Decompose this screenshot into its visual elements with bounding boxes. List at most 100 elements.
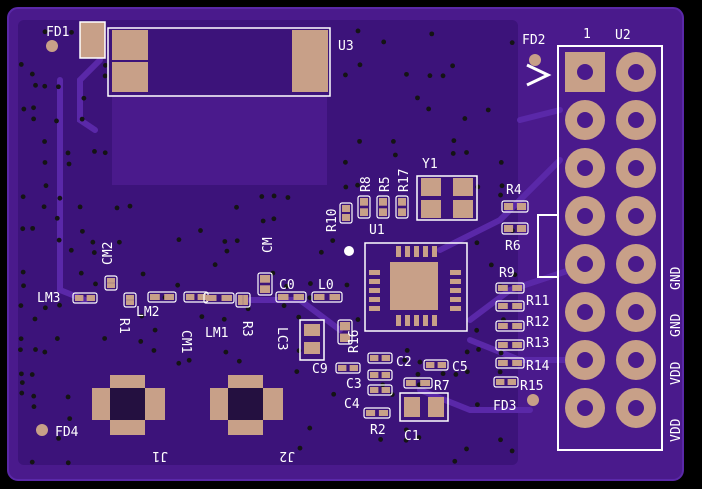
via <box>392 152 398 158</box>
r5-label: R5 <box>378 176 393 192</box>
passive-pad <box>342 205 350 212</box>
passive-pad <box>329 294 340 300</box>
via <box>19 380 25 385</box>
via <box>222 239 228 244</box>
via <box>77 204 83 210</box>
via <box>21 106 27 112</box>
passive-footprint <box>357 195 371 219</box>
u1-pin <box>450 297 461 302</box>
via <box>56 435 61 441</box>
j2-connector <box>210 375 283 435</box>
via <box>512 272 518 278</box>
passive-footprint <box>376 195 390 219</box>
via <box>474 402 480 408</box>
y1-pad-a <box>421 178 441 196</box>
passive-pad <box>437 362 446 368</box>
via <box>440 73 446 79</box>
via <box>186 357 192 363</box>
passive-footprint <box>337 319 353 345</box>
header-pin-hole <box>628 352 644 368</box>
via <box>31 404 37 410</box>
via <box>199 314 205 320</box>
u1-pin <box>414 246 419 257</box>
r17-label: R17 <box>397 169 412 192</box>
via <box>102 150 108 156</box>
passive-pad <box>278 294 289 300</box>
passive-pad <box>150 294 160 300</box>
via <box>224 248 230 254</box>
via <box>357 62 363 68</box>
via <box>485 107 491 113</box>
via <box>391 138 396 144</box>
passive-pad <box>260 285 270 293</box>
via <box>464 150 469 155</box>
passive-pad <box>107 278 115 283</box>
via <box>127 203 133 209</box>
via <box>281 303 287 309</box>
vdd-bottom-label: VDD <box>669 418 684 442</box>
via <box>176 360 182 366</box>
via <box>271 216 277 222</box>
u1-pin <box>450 306 461 311</box>
passive-pad <box>75 295 84 301</box>
via <box>453 372 459 377</box>
fd3-label: FD3 <box>493 399 516 414</box>
passive-pad <box>349 365 358 371</box>
passive-pad <box>197 294 206 300</box>
u1-pin <box>369 306 380 311</box>
lc3-pad-b <box>304 342 320 354</box>
fd2-label: FD2 <box>522 33 545 48</box>
via <box>114 205 120 211</box>
y1-label: Y1 <box>422 157 438 172</box>
via <box>462 116 468 121</box>
r2-label: R2 <box>370 423 386 438</box>
c3-label: C3 <box>346 377 362 392</box>
u1-pin <box>405 315 410 326</box>
u1-pin <box>369 288 380 293</box>
r3-label: R3 <box>239 321 254 337</box>
passive-pad <box>314 294 325 300</box>
via <box>331 391 337 397</box>
via <box>475 184 481 190</box>
u1-outline <box>364 242 468 332</box>
header-pin-hole <box>577 304 593 320</box>
cm-label: CM <box>261 237 276 253</box>
u1-pin <box>396 246 401 257</box>
passive-footprint <box>495 320 525 332</box>
u3-pad-1 <box>112 30 148 60</box>
header-pin-hole <box>577 112 593 128</box>
passive-pad <box>504 203 514 210</box>
passive-pad <box>512 303 522 309</box>
via <box>18 371 24 377</box>
passive-pad <box>366 410 376 416</box>
passive-footprint <box>395 195 409 219</box>
via <box>18 62 24 67</box>
passive-pad <box>381 372 390 378</box>
via <box>102 73 108 79</box>
header-pin-hole <box>628 304 644 320</box>
via <box>355 182 360 188</box>
fd2-fiducial <box>529 54 541 66</box>
via <box>440 371 446 377</box>
passive-pad <box>342 214 350 221</box>
via <box>21 283 26 289</box>
passive-footprint <box>367 352 393 364</box>
y1-outline <box>416 175 478 221</box>
lm1-label: LM1 <box>205 326 228 341</box>
via <box>31 116 37 122</box>
via <box>78 270 84 276</box>
via <box>65 150 71 156</box>
via <box>404 348 410 353</box>
r7-label: R7 <box>434 379 450 394</box>
via <box>498 437 503 443</box>
via <box>138 339 144 344</box>
via <box>403 437 409 443</box>
passive-pad <box>126 300 134 305</box>
passive-footprint <box>235 292 251 308</box>
via <box>355 317 361 322</box>
u1-label: U1 <box>369 223 385 238</box>
passive-pad <box>379 208 387 216</box>
passive-footprint <box>493 376 519 388</box>
passive-pad <box>498 323 508 329</box>
via <box>175 282 181 288</box>
